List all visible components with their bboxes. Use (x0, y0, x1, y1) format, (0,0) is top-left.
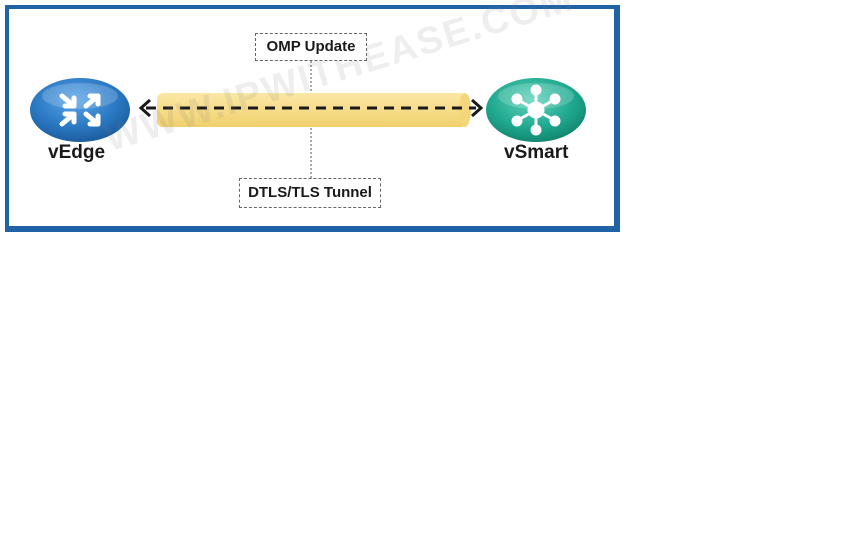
arrow-head-right (471, 98, 484, 118)
router-icon (30, 78, 130, 142)
hub-icon (486, 78, 586, 142)
dtls-tls-tunnel-label: DTLS/TLS Tunnel (239, 178, 381, 208)
omp-update-label: OMP Update (255, 33, 367, 61)
vedge-label: vEdge (48, 142, 106, 163)
dtls-tunnel (157, 93, 471, 127)
vsmart-label: vSmart (504, 142, 569, 163)
arrow-head-left (138, 98, 151, 118)
